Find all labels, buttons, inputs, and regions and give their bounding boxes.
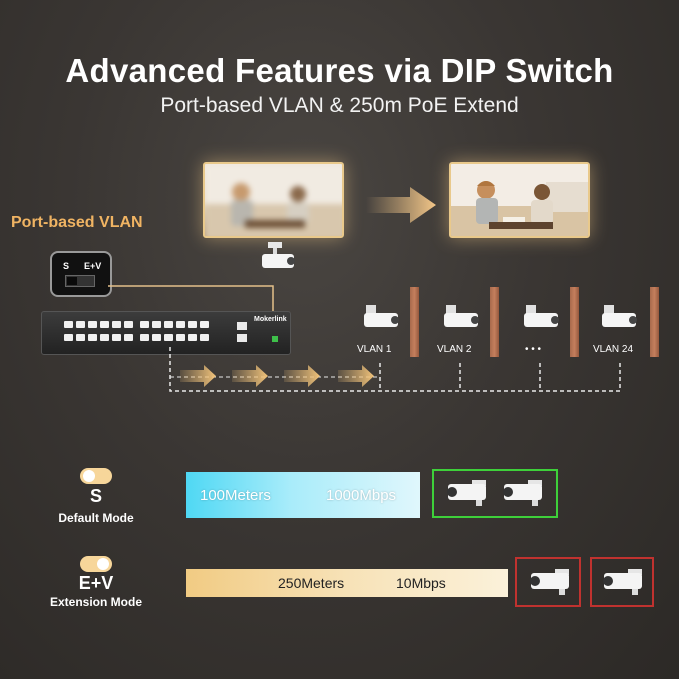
vlan-wall-4 [650, 287, 659, 357]
rj45-port [76, 334, 85, 341]
switch-brand: Mokerlink [254, 316, 287, 323]
mode-s-speed: 1000Mbps [326, 486, 397, 504]
switch-ports [64, 321, 214, 347]
bullet-camera-icon [447, 480, 486, 506]
rj45-port [188, 334, 197, 341]
sfp-port-2 [237, 334, 247, 342]
dip-label-s: S [63, 261, 70, 271]
page-title: Advanced Features via DIP Switch [65, 52, 614, 89]
vlan-wall-2 [490, 287, 499, 357]
rj45-port [88, 321, 97, 328]
mode-ev-speed: 10Mbps [396, 575, 446, 591]
rj45-port [112, 321, 121, 328]
page-subtitle: Port-based VLAN & 250m PoE Extend [160, 94, 519, 117]
vlan-camera-4-icon [602, 305, 637, 327]
bullet-camera-icon [530, 569, 569, 595]
camera-icon [262, 242, 295, 268]
sfp-port-1 [237, 322, 247, 330]
vlan-camera-2-icon [444, 305, 479, 327]
rj45-port [200, 321, 209, 328]
vlan-camera-3-icon [524, 305, 559, 327]
mode-s-distance: 100Meters [200, 486, 271, 504]
vlan-label-1: VLAN 1 [357, 344, 392, 355]
vlan-section-heading: Port-based VLAN [11, 214, 143, 231]
rj45-port [176, 334, 185, 341]
rj45-port [112, 334, 121, 341]
bullet-camera-icon [603, 569, 642, 595]
rj45-port [176, 321, 185, 328]
rj45-port [140, 321, 149, 328]
vlan-camera-1-icon [364, 305, 399, 327]
rj45-port [200, 334, 209, 341]
rj45-port [100, 334, 109, 341]
mode-s-camera-box [432, 469, 558, 518]
vlan-label-24: VLAN 24 [593, 344, 634, 355]
rj45-port [64, 334, 73, 341]
arrow-right-icon [366, 187, 436, 223]
rj45-port [100, 321, 109, 328]
mode-s-bar: 100Meters 1000Mbps [186, 472, 420, 518]
vlan-wall-1 [410, 287, 419, 357]
rj45-port [164, 334, 173, 341]
dip-label-ev: E+V [84, 261, 102, 271]
mode-ev-bar: 250Meters 10Mbps [186, 569, 508, 597]
rj45-port [76, 321, 85, 328]
dip-switch-closeup: S E+V [50, 251, 112, 297]
rj45-port [88, 334, 97, 341]
mode-s-name: Default Mode [58, 511, 134, 525]
rj45-port [152, 334, 161, 341]
rj45-port [188, 321, 197, 328]
mode-ev-distance: 250Meters [278, 575, 345, 591]
rj45-port [124, 334, 133, 341]
mode-s-key: S [89, 486, 102, 506]
traffic-arrows [180, 365, 374, 387]
rj45-port [64, 321, 73, 328]
bullet-camera-icon [503, 480, 542, 506]
vlan-label-ellipsis: • • • [525, 344, 542, 355]
vlan-label-2: VLAN 2 [437, 344, 472, 355]
rj45-port [164, 321, 173, 328]
mode-ev-camera-box-1 [515, 557, 581, 607]
mode-ev-name: Extension Mode [49, 595, 142, 609]
photo-after-clear [449, 162, 590, 238]
photo-before-blurred [203, 162, 344, 238]
rj45-port [152, 321, 161, 328]
mode-ev-toggle [80, 556, 112, 572]
rj45-port [140, 334, 149, 341]
mode-s-toggle [80, 468, 112, 484]
mode-ev-camera-box-2 [590, 557, 654, 607]
mode-ev-key: E+V [78, 573, 114, 593]
vlan-wall-3 [570, 287, 579, 357]
network-switch: Mokerlink [41, 311, 291, 355]
rj45-port [124, 321, 133, 328]
